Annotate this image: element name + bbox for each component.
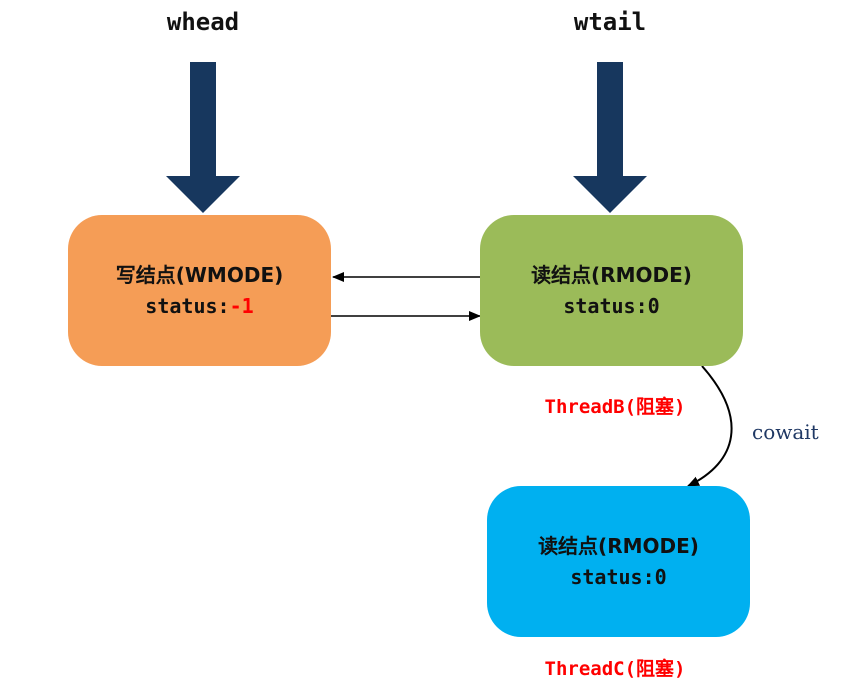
write-node-status: status:-1 (145, 292, 253, 320)
read-node-b-title: 读结点(RMODE) (531, 262, 692, 287)
wtail-arrow (573, 62, 647, 213)
read-node-c-status-value: 0 (654, 564, 667, 589)
read-node-c-status: status:0 (570, 563, 666, 591)
write-node: 写结点(WMODE) status:-1 (68, 215, 331, 366)
read-node-b-status-value: 0 (647, 293, 660, 318)
write-node-status-value: -1 (229, 293, 254, 318)
whead-label: whead (166, 8, 240, 36)
write-node-status-prefix: status: (145, 293, 230, 318)
read-node-c: 读结点(RMODE) status:0 (487, 486, 750, 637)
thread-c-label: ThreadC(阻塞) (544, 658, 686, 680)
read-node-c-title: 读结点(RMODE) (538, 533, 699, 558)
cowait-arrow (687, 365, 733, 487)
wtail-label: wtail (573, 8, 647, 36)
cowait-label: cowait (752, 420, 819, 444)
read-node-c-status-prefix: status: (570, 564, 655, 589)
whead-arrow (166, 62, 240, 213)
write-node-title: 写结点(WMODE) (115, 262, 284, 287)
read-node-b-status: status:0 (563, 292, 659, 320)
read-node-b: 读结点(RMODE) status:0 (480, 215, 743, 366)
read-node-b-status-prefix: status: (563, 293, 648, 318)
thread-b-label: ThreadB(阻塞) (544, 396, 686, 418)
